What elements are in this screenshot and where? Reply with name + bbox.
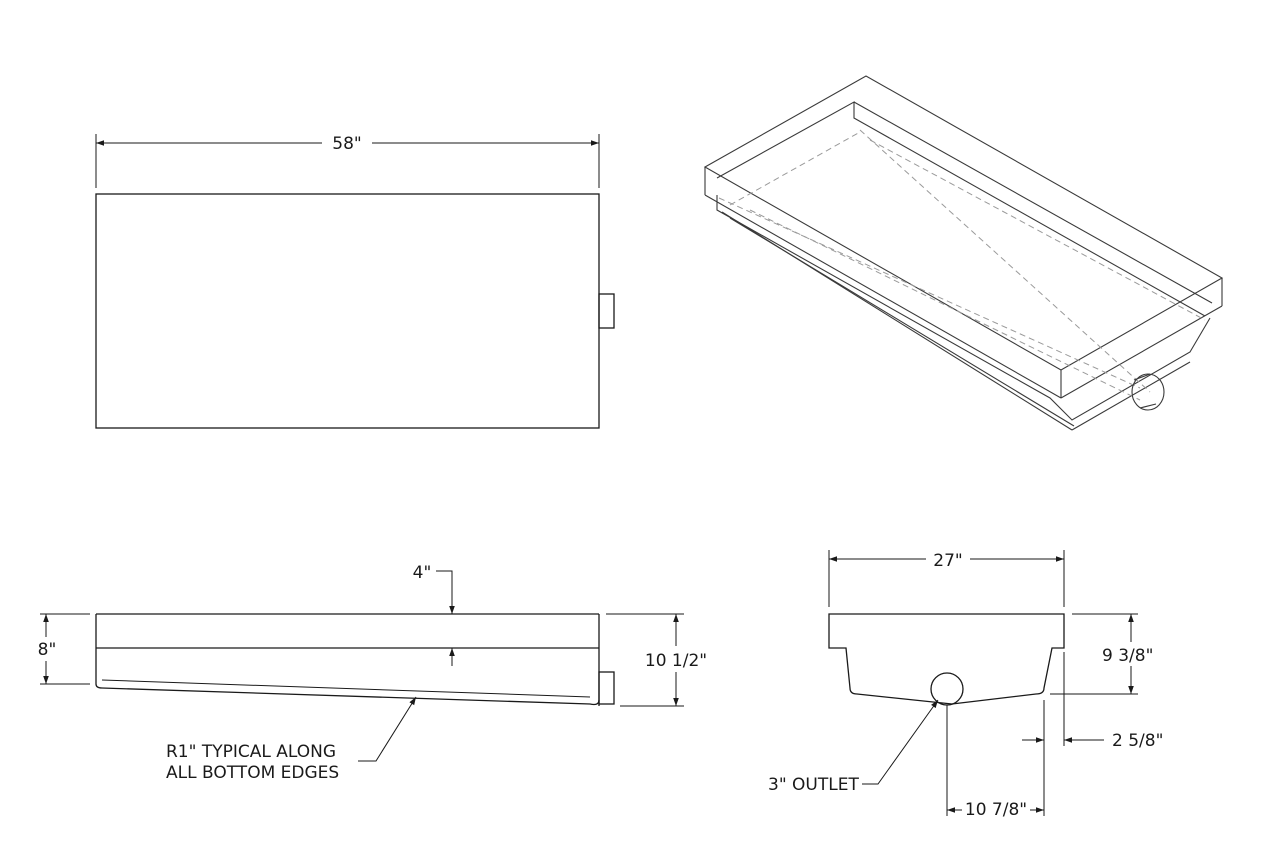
top-view-outlet bbox=[598, 293, 615, 329]
side-height-8-label: 8" bbox=[38, 640, 57, 660]
outlet-offset-label: 10 7/8" bbox=[965, 800, 1027, 820]
outlet-note: 3" OUTLET bbox=[768, 775, 859, 795]
side-height-10-5-label: 10 1/2" bbox=[645, 651, 707, 671]
radius-note-line2: ALL BOTTOM EDGES bbox=[166, 763, 339, 783]
isometric-view bbox=[703, 75, 1224, 431]
side-view: 8" 10 1/2" 4" R1" TYPICAL ALONG ALL BOTT… bbox=[38, 563, 707, 783]
end-width-label: 27" bbox=[933, 551, 962, 571]
leader-4-label: 4" bbox=[413, 563, 432, 583]
top-width-label: 58" bbox=[332, 134, 361, 154]
top-view-outline bbox=[95, 193, 600, 429]
end-view: 27" 9 3/8" 2 5/8" 10 7/8" 3" OUTLET bbox=[768, 550, 1163, 820]
top-view: 58" bbox=[95, 134, 615, 429]
end-view-outline bbox=[828, 613, 1065, 705]
iso-outlet bbox=[1131, 373, 1165, 411]
end-view-outlet bbox=[930, 672, 964, 706]
side-view-outlet bbox=[598, 671, 615, 705]
end-offset-label: 2 5/8" bbox=[1112, 731, 1163, 751]
radius-note-line1: R1" TYPICAL ALONG bbox=[166, 742, 336, 762]
end-height-label: 9 3/8" bbox=[1102, 646, 1153, 666]
